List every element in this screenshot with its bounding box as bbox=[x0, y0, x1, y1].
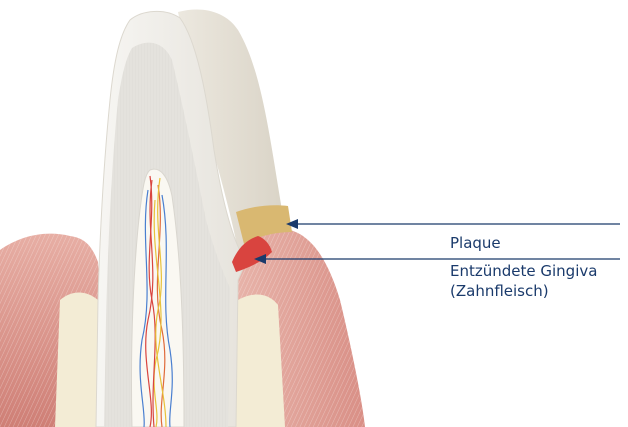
bone-right bbox=[236, 295, 285, 427]
gingiva-sublabel: (Zahnfleisch) bbox=[450, 282, 549, 301]
plaque-label: Plaque bbox=[450, 234, 501, 253]
gingiva-label: Entzündete Gingiva bbox=[450, 262, 597, 281]
plaque-pointer bbox=[286, 219, 620, 229]
